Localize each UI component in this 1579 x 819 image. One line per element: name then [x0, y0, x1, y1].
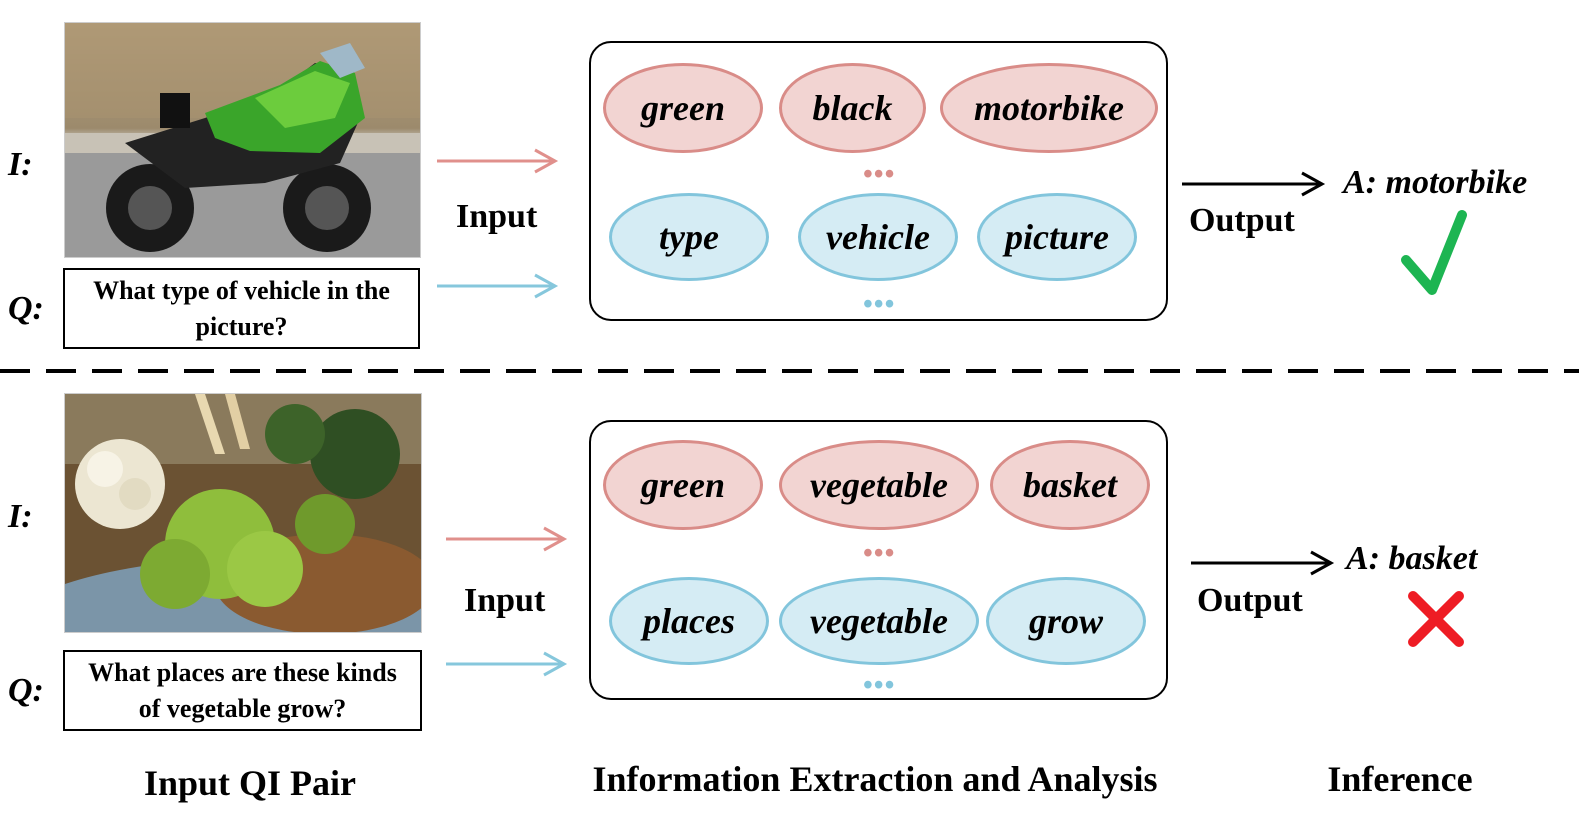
- extraction-panel-2: green vegetable basket ••• places vegeta…: [589, 420, 1168, 701]
- image-keyword-ellipsis-2: •••: [863, 538, 896, 569]
- caption-inference: Inference: [1327, 759, 1473, 799]
- question-keyword-1-2: vehicle: [798, 193, 958, 281]
- cross-mark-icon: [1408, 591, 1464, 647]
- extraction-panel-1: green black motorbike ••• type vehicle p…: [589, 41, 1168, 321]
- question-keyword-ellipsis-1: •••: [863, 289, 896, 320]
- check-mark-icon: [1401, 210, 1467, 295]
- question-box-2: What places are these kinds of vegetable…: [63, 650, 422, 731]
- input-label-1: Input: [456, 198, 538, 235]
- question-keyword-ellipsis-2: •••: [863, 670, 896, 701]
- image-label-1: I:: [8, 146, 33, 183]
- question-label-2: Q:: [8, 672, 44, 709]
- question-keyword-1-3: picture: [977, 193, 1137, 281]
- caption-information-extraction: Information Extraction and Analysis: [592, 759, 1158, 799]
- question-keyword-2-2: vegetable: [779, 577, 979, 665]
- image-keyword-1-2: black: [779, 63, 926, 153]
- image-label-2: I:: [8, 498, 33, 535]
- image-keyword-2-3: basket: [990, 440, 1150, 530]
- answer-2: A: basket: [1346, 540, 1478, 577]
- question-label-1: Q:: [8, 290, 44, 327]
- image-arrow-2: [446, 526, 568, 552]
- image-keyword-1-1: green: [603, 63, 763, 153]
- question-text-1: What type of vehicle in the picture?: [93, 275, 390, 341]
- output-arrow-2: [1191, 550, 1335, 576]
- question-arrow-2: [446, 651, 568, 677]
- answer-1: A: motorbike: [1343, 164, 1528, 201]
- image-keyword-2-1: green: [603, 440, 763, 530]
- section-divider: [0, 369, 1579, 373]
- output-label-1: Output: [1189, 202, 1295, 239]
- question-keyword-1-1: type: [609, 193, 769, 281]
- image-arrow-1: [437, 148, 559, 174]
- question-keyword-2-1: places: [609, 577, 769, 665]
- output-label-2: Output: [1197, 582, 1303, 619]
- input-label-2: Input: [464, 582, 546, 619]
- question-text-2: What places are these kinds of vegetable…: [88, 657, 397, 723]
- image-keyword-1-3: motorbike: [940, 63, 1158, 153]
- question-arrow-1: [437, 273, 559, 299]
- motorbike-image: [64, 22, 421, 258]
- image-keyword-ellipsis-1: •••: [863, 159, 896, 190]
- image-keyword-2-2: vegetable: [779, 440, 979, 530]
- caption-input-qi-pair: Input QI Pair: [143, 763, 357, 803]
- question-box-1: What type of vehicle in the picture?: [63, 268, 420, 349]
- output-arrow-1: [1182, 171, 1326, 197]
- question-keyword-2-3: grow: [986, 577, 1146, 665]
- vegetable-image: [64, 393, 422, 633]
